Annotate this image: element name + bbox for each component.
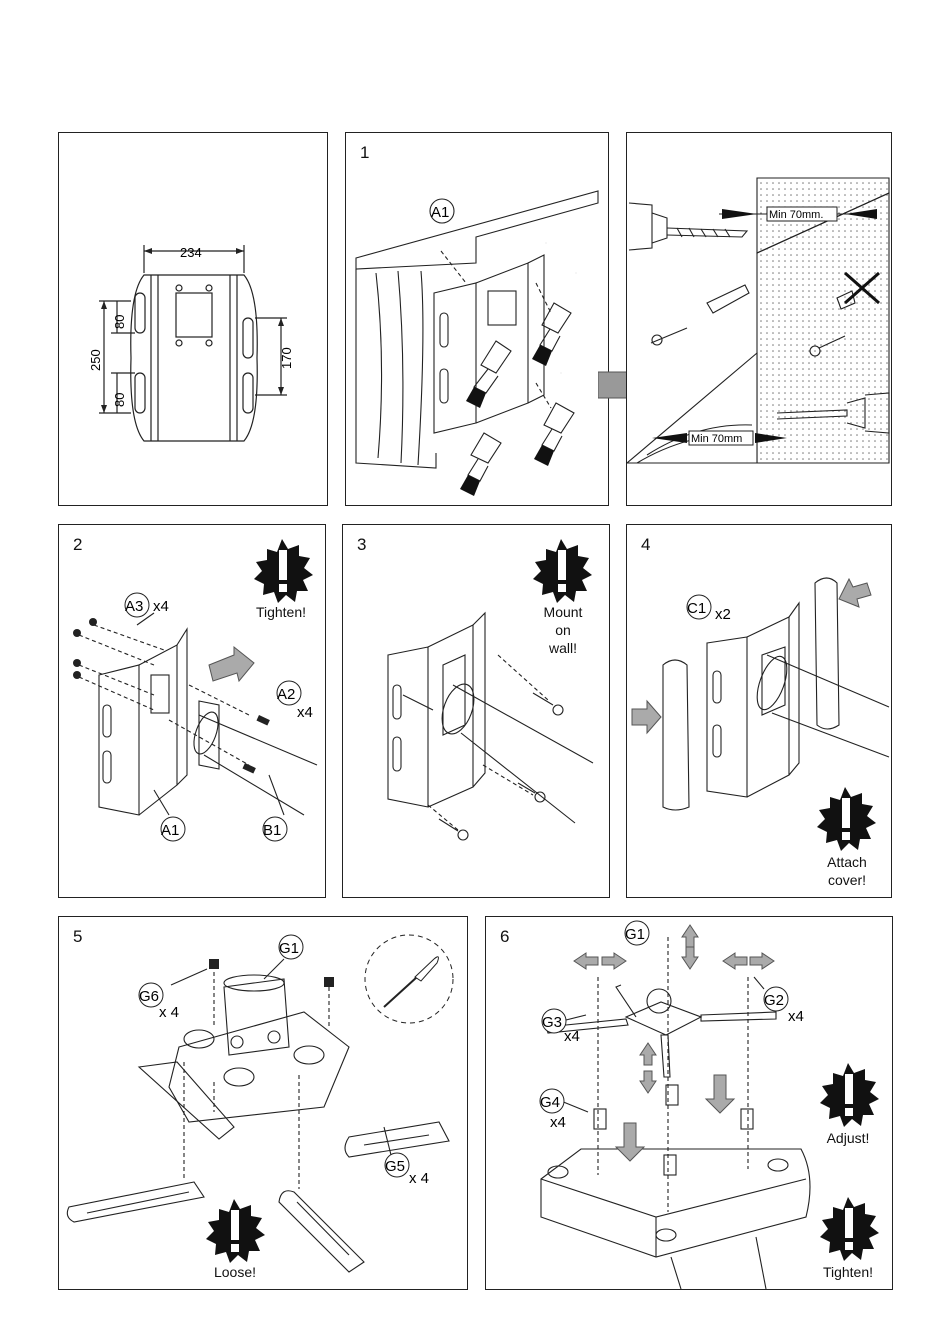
- projector-plate-assembly-drawing: G1 G6 x 4 G5 x 4: [59, 917, 469, 1291]
- warning-burst-icon: [820, 1063, 879, 1127]
- panel-step-3: 3 Mount on wall!: [342, 524, 610, 898]
- part-label-g6: G6: [139, 988, 159, 1005]
- part-label-c1: C1: [687, 600, 706, 617]
- wall-drilling-drawing: A1: [346, 133, 610, 507]
- part-label-g1: G1: [625, 926, 645, 943]
- dim-width: 234: [180, 245, 202, 260]
- screwdriver-icon: [365, 935, 453, 1023]
- panel-step-2: 2: [58, 524, 326, 898]
- projector-adjust-drawing: G1 G2 x4 G3 x4 G4 x4: [486, 917, 894, 1291]
- warning-text-tighten: Tighten!: [808, 1263, 888, 1281]
- min-depth-bottom: Min 70mm: [691, 433, 742, 445]
- anchor-depth-drawing: Min 70mm. Min 70mm: [627, 133, 893, 507]
- warning-line-2: on: [523, 621, 603, 639]
- part-qty-g2: x4: [788, 1008, 804, 1025]
- warning-burst-icon: [820, 1197, 879, 1261]
- bracket-dimension-drawing: 234 250 80 80 170: [59, 133, 329, 507]
- part-label-a1: A1: [431, 204, 449, 221]
- panel-dimensions: 234 250 80 80 170: [58, 132, 328, 506]
- mount-on-wall-drawing: [343, 525, 611, 899]
- warning-line-3: wall!: [523, 639, 603, 657]
- warning-burst-icon: [533, 539, 592, 603]
- part-label-g1: G1: [279, 940, 299, 957]
- attach-cover-drawing: C1 x2: [627, 525, 893, 899]
- part-label-b1: B1: [263, 822, 281, 839]
- panel-step-4: 4 C1 x2 Attach cover!: [626, 524, 892, 898]
- warning-burst-icon: [817, 787, 876, 851]
- part-qty-g4: x4: [550, 1114, 566, 1131]
- warning-line-1: Mount: [523, 603, 603, 621]
- part-qty-g3: x4: [564, 1028, 580, 1045]
- panel-step-5: 5: [58, 916, 468, 1290]
- bracket-pipe-assembly-drawing: A3 x4 A2 x4 A1 B1: [59, 525, 327, 899]
- panel-step-1: 1: [345, 132, 609, 506]
- warning-text: Mount on wall!: [523, 603, 603, 657]
- part-qty-c1: x2: [715, 606, 731, 623]
- part-qty-g5: x 4: [409, 1170, 429, 1187]
- dim-height: 250: [88, 349, 103, 371]
- part-label-g2: G2: [764, 992, 784, 1009]
- dim-height-right: 170: [279, 347, 294, 369]
- warning-burst-icon: [254, 539, 313, 603]
- warning-text: Tighten!: [241, 603, 321, 621]
- part-qty-a2: x4: [297, 704, 313, 721]
- warning-line-1: Attach: [807, 853, 887, 871]
- min-depth-top: Min 70mm.: [769, 209, 823, 221]
- part-label-a1: A1: [161, 822, 179, 839]
- part-label-g4: G4: [540, 1094, 560, 1111]
- warning-text-adjust: Adjust!: [808, 1129, 888, 1147]
- part-label-g3: G3: [542, 1014, 562, 1031]
- part-label-g5: G5: [385, 1158, 405, 1175]
- part-label-a3: A3: [125, 598, 143, 615]
- part-label-a2: A2: [277, 686, 295, 703]
- part-qty-a3: x4: [153, 598, 169, 615]
- dim-slot-top: 80: [112, 315, 127, 329]
- warning-text: Loose!: [195, 1263, 275, 1281]
- panel-anchor-depth: Min 70mm. Min 70mm: [626, 132, 892, 506]
- dim-slot-bottom: 80: [112, 393, 127, 407]
- warning-line-2: cover!: [807, 871, 887, 889]
- part-qty-g6: x 4: [159, 1004, 179, 1021]
- warning-burst-icon: [206, 1199, 265, 1263]
- warning-text: Attach cover!: [807, 853, 887, 889]
- panel-step-6: 6: [485, 916, 893, 1290]
